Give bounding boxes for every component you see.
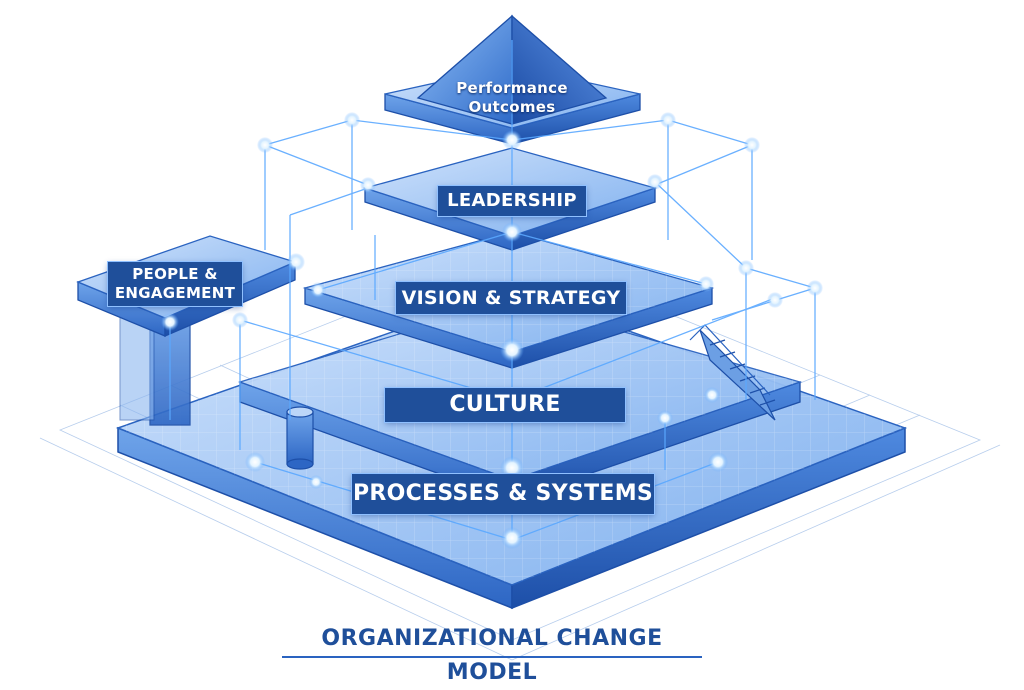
- processes-systems-label: PROCESSES & SYSTEMS: [352, 474, 654, 514]
- people-label-line2: ENGAGEMENT: [114, 284, 236, 302]
- culture-label: CULTURE: [385, 388, 625, 422]
- vision-strategy-label: VISION & STRATEGY: [396, 282, 626, 314]
- title-underline: [282, 656, 702, 658]
- leadership-label: LEADERSHIP: [438, 186, 586, 216]
- people-label-line1: PEOPLE &: [132, 265, 218, 283]
- performance-label-line1: Performance: [456, 79, 568, 97]
- model-title: ORGANIZATIONAL CHANGE MODEL: [321, 626, 663, 685]
- cylinder: [286, 406, 314, 470]
- performance-outcomes-label: Performance Outcomes: [446, 76, 578, 120]
- people-engagement-label: PEOPLE & ENGAGEMENT: [108, 262, 242, 306]
- performance-label-line2: Outcomes: [468, 98, 556, 116]
